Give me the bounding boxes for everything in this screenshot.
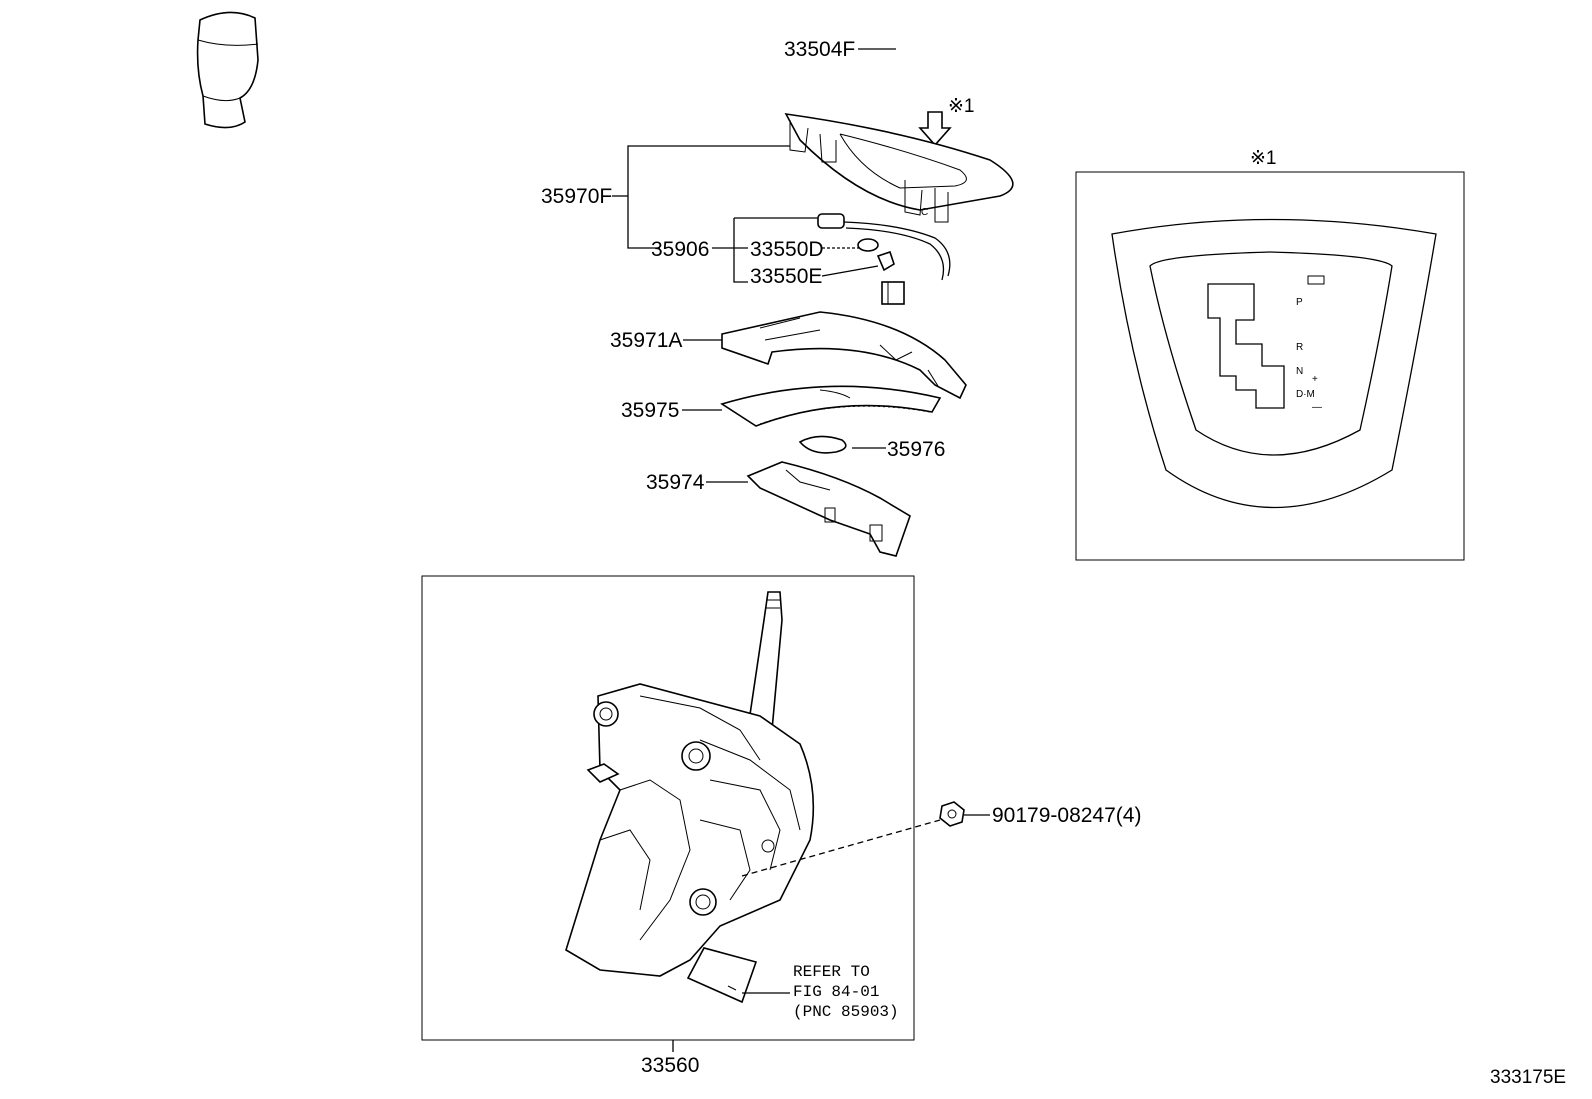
shift-knob[interactable] [196, 11, 259, 129]
refer-line-3: (PNC 85903) [793, 1003, 899, 1021]
down-arrow-icon [918, 111, 952, 147]
label-33550E: 33550E [750, 265, 822, 288]
gear-n: N [1296, 366, 1303, 377]
gear-dm: D·M [1296, 389, 1315, 400]
leader-nut-dashed [741, 819, 941, 877]
hex-nut[interactable] [939, 801, 965, 827]
inset-box [1075, 171, 1465, 561]
refer-line-2: FIG 84-01 [793, 983, 879, 1001]
indicator-holder[interactable] [746, 461, 911, 557]
label-35970F: 35970F [541, 185, 612, 208]
label-33550D: 33550D [750, 238, 824, 261]
shift-bezel[interactable]: C [784, 112, 1014, 223]
shift-lever-assembly[interactable] [565, 591, 815, 977]
refer-line-1: REFER TO [793, 963, 870, 981]
bulb-33550D[interactable] [857, 238, 879, 252]
bezel-mark: C [921, 207, 928, 218]
label-35971A: 35971A [610, 329, 682, 352]
assembly-box [421, 575, 915, 1041]
label-33504F: 33504F [784, 38, 855, 61]
gear-plus: + [1312, 374, 1318, 385]
bulb-33550E[interactable] [876, 250, 895, 272]
diagram-id: 333175E [1490, 1067, 1566, 1088]
inset-bezel-view [1111, 218, 1437, 509]
shift-control-unit[interactable] [686, 947, 758, 1004]
indicator-film[interactable] [720, 385, 942, 427]
position-indicator-plate[interactable] [721, 311, 967, 400]
bracket-bezel [627, 145, 790, 249]
label-90179-08247: 90179-08247(4) [992, 804, 1141, 827]
label-35975: 35975 [621, 399, 679, 422]
label-35974: 35974 [646, 471, 705, 494]
note-mark: ※1 [948, 96, 975, 117]
gear-p: P [1296, 297, 1303, 308]
gear-r: R [1296, 342, 1303, 353]
leader-bulb-e [821, 265, 879, 277]
label-35976: 35976 [887, 438, 945, 461]
bracket-wire [733, 218, 748, 283]
label-35906: 35906 [651, 238, 709, 261]
inset-title: ※1 [1250, 148, 1277, 169]
gear-minus: — [1312, 402, 1322, 413]
label-33560: 33560 [641, 1054, 699, 1077]
lamp-wire-harness[interactable] [817, 213, 951, 305]
clip-35976[interactable] [798, 435, 847, 454]
